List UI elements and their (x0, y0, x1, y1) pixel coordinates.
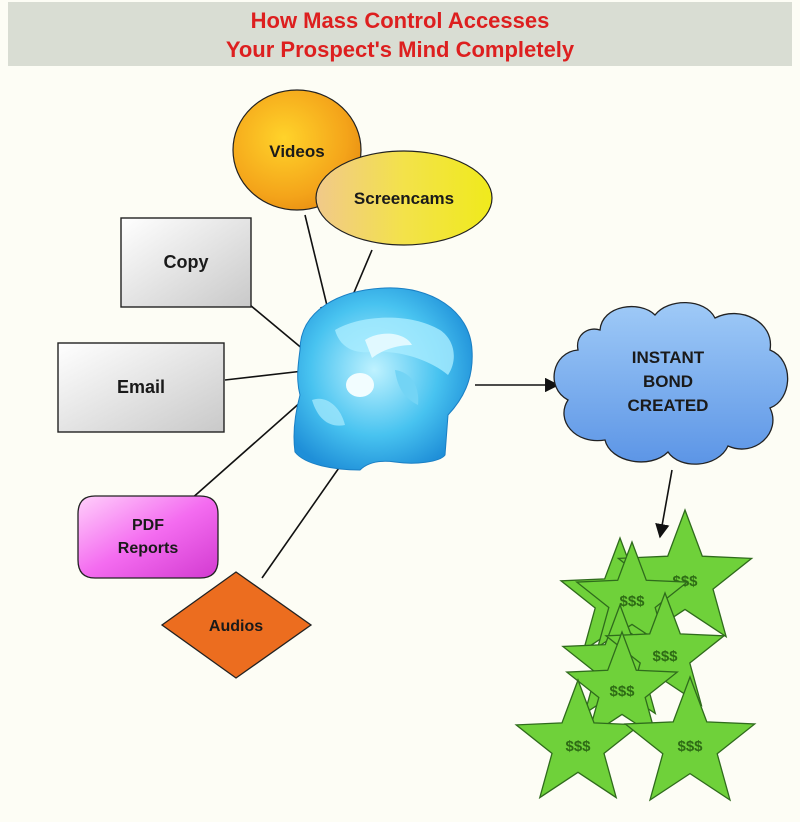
videos-label: Videos (269, 142, 324, 161)
title-band (8, 2, 792, 66)
copy-node: Copy (120, 217, 252, 308)
pdf-label-line-1: PDF (132, 517, 164, 534)
audios-node: Audios (160, 571, 313, 679)
star-label: $$$ (619, 593, 645, 610)
screencams-node: Screencams (315, 150, 493, 246)
screencams-label: Screencams (354, 189, 454, 208)
star-label: $$$ (609, 683, 635, 700)
cloud-label-line-2: BOND (643, 372, 693, 391)
money-star: $$$ (565, 630, 679, 739)
money-star-pile: $$$$$$$$$$$$$$$$$$ (514, 508, 757, 802)
brain-head-icon (293, 287, 473, 471)
star-label: $$$ (652, 648, 678, 665)
copy-label: Copy (164, 252, 209, 272)
pdf-label-line-2: Reports (118, 540, 179, 557)
star-shape (514, 678, 642, 800)
arrow-videos-brain (304, 214, 334, 320)
email-node: Email (57, 342, 225, 433)
money-star: $$$ (575, 540, 689, 649)
audios-label: Audios (209, 618, 263, 635)
title-line-1: How Mass Control Accesses (251, 8, 550, 33)
money-star: $$$ (623, 675, 757, 802)
star-label: $$$ (677, 738, 703, 755)
cloud-label-line-1: INSTANT (632, 348, 705, 367)
pdf-reports-node: PDF Reports (77, 495, 219, 579)
star-shape (623, 675, 757, 802)
star-label: $$$ (565, 738, 591, 755)
email-label: Email (117, 377, 165, 397)
money-star: $$$ (514, 678, 642, 800)
arrow-cloud-stars (655, 469, 673, 539)
cloud-label-line-3: CREATED (628, 396, 709, 415)
instant-bond-cloud: INSTANT BOND CREATED (553, 302, 789, 465)
title-banner: How Mass Control Accesses Your Prospect'… (8, 2, 792, 66)
star-shape (575, 540, 689, 649)
title-line-2: Your Prospect's Mind Completely (226, 37, 575, 62)
star-shape (565, 630, 679, 739)
